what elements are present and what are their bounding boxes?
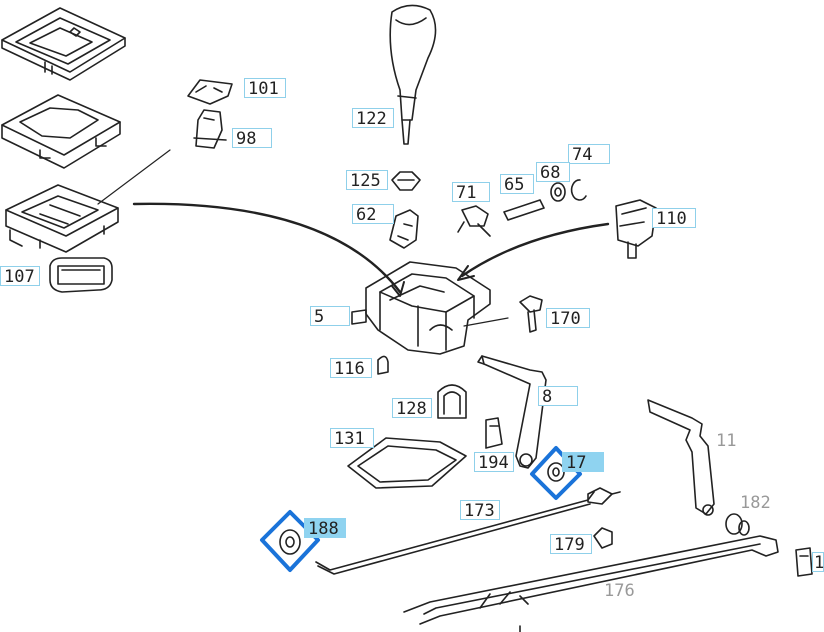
callout-98[interactable]: 98 bbox=[232, 128, 272, 149]
callout-125[interactable]: 125 bbox=[346, 170, 388, 191]
shifter-housing[interactable] bbox=[351, 261, 491, 355]
callout-74[interactable]: 74 bbox=[568, 144, 610, 165]
console-tray[interactable] bbox=[347, 437, 467, 489]
spring-clip[interactable] bbox=[457, 205, 491, 237]
assembly-arrows bbox=[97, 149, 610, 327]
trim-bezel-upper[interactable] bbox=[1, 7, 126, 81]
callout-131[interactable]: 131 bbox=[330, 428, 374, 449]
callout-5[interactable]: 5 bbox=[310, 306, 350, 327]
callout-188[interactable]: 188 bbox=[304, 518, 346, 539]
nut-179[interactable] bbox=[593, 527, 613, 549]
callout-8[interactable]: 8 bbox=[538, 386, 578, 407]
bushing-17[interactable] bbox=[547, 462, 565, 482]
callout-71[interactable]: 71 bbox=[452, 182, 490, 203]
callout-194[interactable]: 194 bbox=[474, 452, 514, 473]
bolt-part[interactable] bbox=[519, 295, 543, 333]
retainer-part[interactable] bbox=[193, 109, 227, 149]
callout-107[interactable]: 107 bbox=[0, 266, 40, 287]
long-rod[interactable] bbox=[403, 535, 779, 632]
bushing-182[interactable] bbox=[725, 513, 750, 536]
callout-17[interactable]: 17 bbox=[562, 452, 604, 473]
shift-lever[interactable] bbox=[477, 355, 547, 469]
rubber-mat[interactable] bbox=[49, 257, 113, 293]
callout-182[interactable]: 182 bbox=[740, 493, 771, 513]
bushing-188[interactable] bbox=[279, 529, 301, 555]
callout-116[interactable]: 116 bbox=[330, 358, 372, 379]
callout-170[interactable]: 170 bbox=[546, 308, 590, 329]
gear-knob[interactable] bbox=[389, 4, 437, 145]
ring-part[interactable] bbox=[570, 179, 587, 201]
callout-176[interactable]: 176 bbox=[604, 581, 635, 601]
clip-part[interactable] bbox=[187, 79, 233, 105]
callout-173[interactable]: 173 bbox=[460, 500, 500, 521]
bracket-part[interactable] bbox=[389, 209, 419, 249]
bulb-part[interactable] bbox=[377, 355, 389, 375]
callout-1[interactable]: 1 bbox=[812, 552, 824, 573]
callout-122[interactable]: 122 bbox=[352, 108, 394, 129]
selector-plate[interactable] bbox=[1, 94, 121, 169]
switch-module[interactable] bbox=[615, 199, 657, 259]
callout-101[interactable]: 101 bbox=[244, 78, 286, 99]
highlight-markers bbox=[260, 446, 582, 572]
callout-110[interactable]: 110 bbox=[652, 208, 696, 229]
callout-62[interactable]: 62 bbox=[352, 204, 394, 225]
lever-clip[interactable] bbox=[485, 417, 503, 449]
callout-179[interactable]: 179 bbox=[550, 534, 592, 555]
callout-65[interactable]: 65 bbox=[500, 174, 534, 195]
callout-11[interactable]: 11 bbox=[716, 431, 737, 451]
linkage-rod[interactable] bbox=[315, 487, 621, 575]
clip-1[interactable] bbox=[795, 547, 813, 577]
callout-128[interactable]: 128 bbox=[392, 398, 432, 419]
rubber-block[interactable] bbox=[437, 384, 467, 419]
nut-part[interactable] bbox=[391, 171, 421, 191]
callout-68[interactable]: 68 bbox=[536, 162, 570, 183]
selector-lever[interactable] bbox=[647, 399, 715, 516]
bushing-part[interactable] bbox=[550, 182, 566, 202]
console-insert[interactable] bbox=[5, 184, 119, 253]
pin-part[interactable] bbox=[503, 199, 545, 221]
